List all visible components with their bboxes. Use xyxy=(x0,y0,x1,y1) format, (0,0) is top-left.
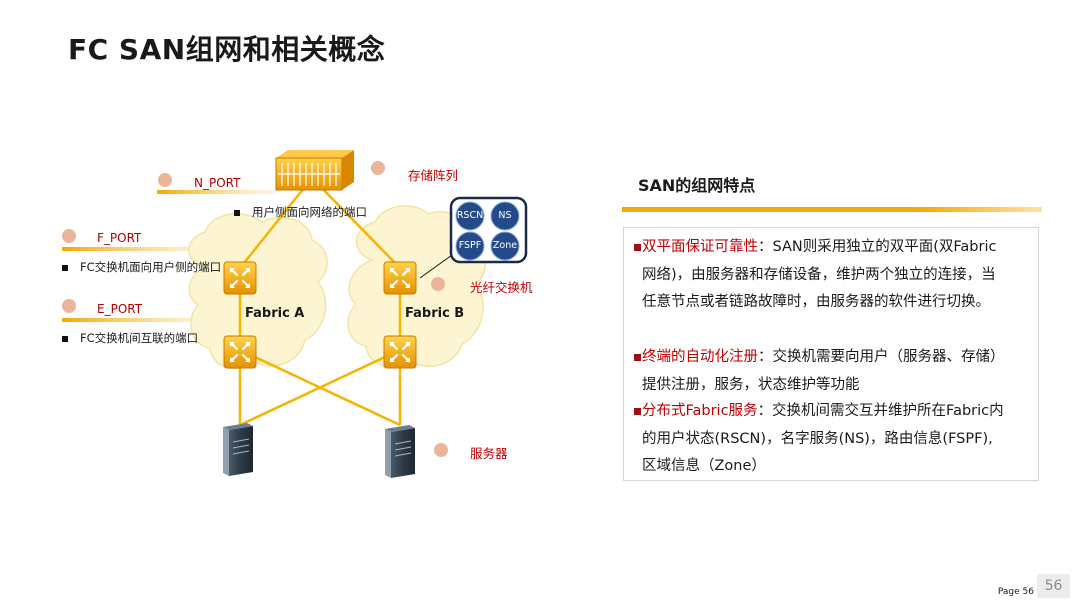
ns-circle xyxy=(490,201,520,231)
panel-box: 双平面保证可靠性：SAN则采用独立的双平面(双Fabric网络)，由服务器和存储… xyxy=(623,227,1039,481)
fc-san-diagram xyxy=(62,150,528,479)
point-fabric-service-key: 分布式Fabric服务 xyxy=(642,403,758,419)
point-dual-plane: 双平面保证可靠性：SAN则采用独立的双平面(双Fabric网络)，由服务器和存储… xyxy=(634,234,1010,317)
panel-heading: SAN的组网特点 xyxy=(638,176,756,195)
point-auto-register-text: ：交换机需要向用户（服务器、存储）提供注册，服务，状态维护等功能 xyxy=(642,349,1005,393)
fabric-b-label: Fabric B xyxy=(405,306,465,321)
switch-dot xyxy=(431,277,445,291)
storage-dot xyxy=(371,161,385,175)
fspf-circle xyxy=(455,231,485,261)
service-rscn: RSCN xyxy=(456,210,484,221)
page-number-badge: 56 xyxy=(1037,574,1070,598)
point-auto-register-key: 终端的自动化注册 xyxy=(642,349,758,365)
switch-fabric-b-top-icon xyxy=(382,260,418,296)
f-port-label: F_PORT xyxy=(97,231,142,245)
page-title: FC SAN组网和相关概念 xyxy=(68,33,386,66)
e-port-label: E_PORT xyxy=(97,302,143,316)
point-fabric-service-text: ：交换机间需交互并维护所在Fabric内的用户状态(RSCN)，名字服务(NS)… xyxy=(642,403,1004,474)
storage-label: 存储阵列 xyxy=(408,168,459,183)
panel-heading-bar xyxy=(622,207,1042,212)
switch-callout-line xyxy=(419,254,453,279)
e-port-bar xyxy=(62,318,222,322)
point-dual-plane-text: ：SAN则采用独立的双平面(双Fabric网络)，由服务器和存储设备，维护两个独… xyxy=(642,239,997,310)
point-auto-register: 终端的自动化注册：交换机需要向用户（服务器、存储）提供注册，服务，状态维护等功能 xyxy=(634,344,1010,399)
f-port-description: FC交换机面向用户侧的端口 xyxy=(62,259,221,275)
fabric-a-label: Fabric A xyxy=(245,306,305,321)
point-dual-plane-key: 双平面保证可靠性 xyxy=(642,239,758,255)
n-port-dot xyxy=(158,173,172,187)
f-port-dot xyxy=(62,229,76,243)
page-label: Page 56 xyxy=(997,587,1034,597)
point-fabric-service: 分布式Fabric服务：交换机间需交互并维护所在Fabric内的用户状态(RSC… xyxy=(634,398,1010,481)
server-dot xyxy=(434,443,448,457)
e-port-description: FC交换机间互联的端口 xyxy=(62,330,198,346)
server-left-icon xyxy=(222,422,254,477)
service-fspf: FSPF xyxy=(458,240,482,251)
e-port-dot xyxy=(62,299,76,313)
storage-array-icon xyxy=(275,150,354,191)
switch-fabric-a-top-icon xyxy=(222,260,258,296)
switch-label: 光纤交换机 xyxy=(470,280,533,295)
service-ns: NS xyxy=(498,210,512,221)
switch-fabric-a-bottom-icon xyxy=(222,334,258,370)
rscn-circle xyxy=(455,201,485,231)
zone-circle xyxy=(490,231,520,261)
fabric-a-cloud xyxy=(188,213,328,370)
n-port-bar xyxy=(157,190,277,194)
n-port-label: N_PORT xyxy=(194,176,241,190)
n-port-description: 用户侧面向网络的端口 xyxy=(234,204,367,220)
service-zone: Zone xyxy=(492,240,518,251)
server-right-icon xyxy=(384,424,416,479)
f-port-bar xyxy=(62,247,222,251)
server-label: 服务器 xyxy=(470,446,508,461)
switch-fabric-b-bottom-icon xyxy=(382,334,418,370)
